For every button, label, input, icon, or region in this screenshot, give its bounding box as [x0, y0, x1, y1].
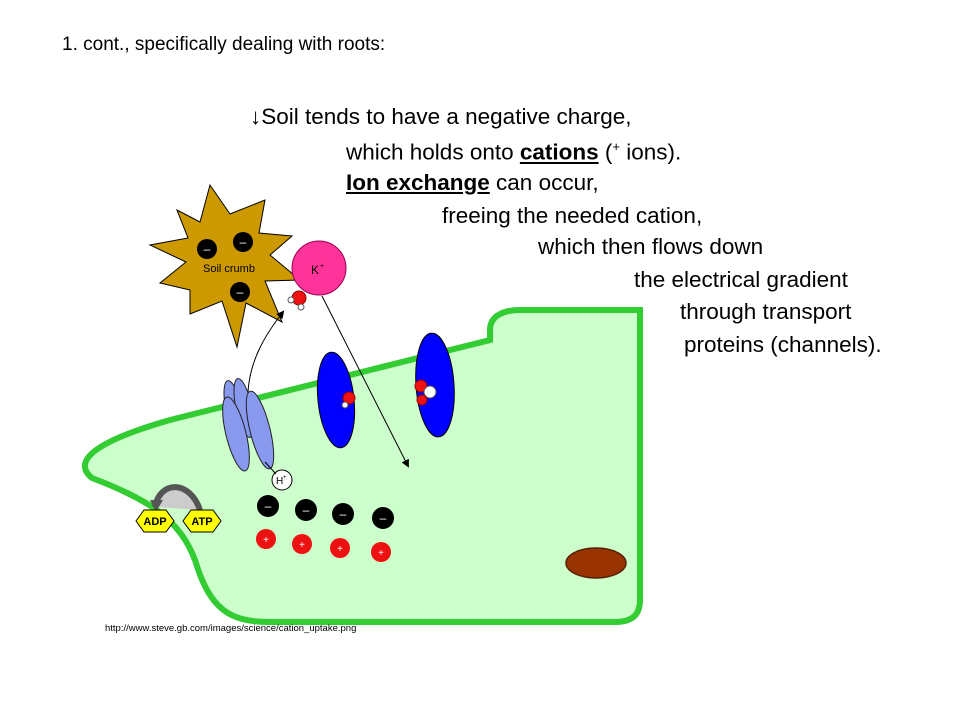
slide-heading: 1. cont., specifically dealing with root… — [62, 34, 386, 55]
ion-exchange-term: Ion exchange — [346, 170, 490, 195]
cell-negative-charge-1: – — [257, 495, 279, 517]
soil-negative-charge-3: – — [230, 282, 250, 302]
cation-flow-arrow — [321, 295, 409, 468]
soil-negative-charge-2: – — [233, 232, 253, 252]
svg-text:K: K — [311, 263, 319, 277]
svg-text:H: H — [276, 476, 283, 487]
text-line-4: freeing the needed cation, — [442, 203, 703, 228]
text-line-7: through transport — [680, 299, 852, 324]
svg-text:–: – — [380, 511, 387, 525]
svg-text:+: + — [337, 544, 343, 555]
cell-negative-charge-4: – — [372, 507, 394, 529]
svg-text:–: – — [303, 503, 310, 517]
cell-positive-charge-2: + — [292, 534, 312, 554]
svg-text:ADP: ADP — [143, 516, 166, 528]
svg-text:+: + — [263, 535, 269, 546]
cell-positive-charge-3: + — [330, 538, 350, 558]
cell-negative-charge-2: – — [295, 499, 317, 521]
exchanged-cation — [287, 290, 307, 311]
atp-cycle-arrow — [152, 484, 203, 512]
svg-text:+: + — [283, 475, 287, 481]
cell-positive-charge-1: + — [256, 529, 276, 549]
nucleus — [565, 547, 627, 579]
atp-hexagon: ATP — [182, 509, 222, 533]
svg-text:–: – — [340, 507, 347, 521]
adp-hexagon: ADP — [135, 509, 175, 533]
svg-text:+: + — [378, 548, 384, 559]
svg-text:+: + — [299, 540, 305, 551]
svg-text:–: – — [265, 499, 272, 513]
text-line-2: which holds onto cations (+ ions). — [346, 139, 682, 165]
text-line-5: which then flows down — [538, 234, 764, 259]
potassium-ion: K + — [291, 240, 347, 296]
svg-text:–: – — [204, 242, 211, 256]
channel-1-cation — [341, 391, 356, 409]
proton-export-arrow — [247, 310, 285, 393]
source-url: http://www.steve.gb.com/images/science/c… — [105, 623, 357, 634]
svg-text:–: – — [237, 285, 244, 299]
channel-2-cations — [414, 379, 437, 406]
soil-negative-charge-1: – — [197, 239, 217, 259]
soil-crumb — [148, 183, 302, 349]
svg-text:–: – — [240, 235, 247, 249]
proton-ion: H + — [271, 469, 293, 491]
cell-negative-charge-3: – — [332, 503, 354, 525]
svg-text:+: + — [320, 263, 324, 270]
cell-positive-charge-4: + — [371, 542, 391, 562]
root-hair-cell — [82, 307, 643, 625]
text-line-3: Ion exchange can occur, — [346, 170, 599, 195]
proton-pump — [222, 378, 275, 472]
text-line-6: the electrical gradient — [634, 267, 848, 292]
text-line-8: proteins (channels). — [684, 332, 882, 357]
text-line-1: ↓Soil tends to have a negative charge, — [250, 104, 632, 129]
soil-crumb-label: Soil crumb — [203, 263, 255, 275]
svg-text:ATP: ATP — [191, 516, 212, 528]
cations-term: cations — [519, 139, 599, 165]
